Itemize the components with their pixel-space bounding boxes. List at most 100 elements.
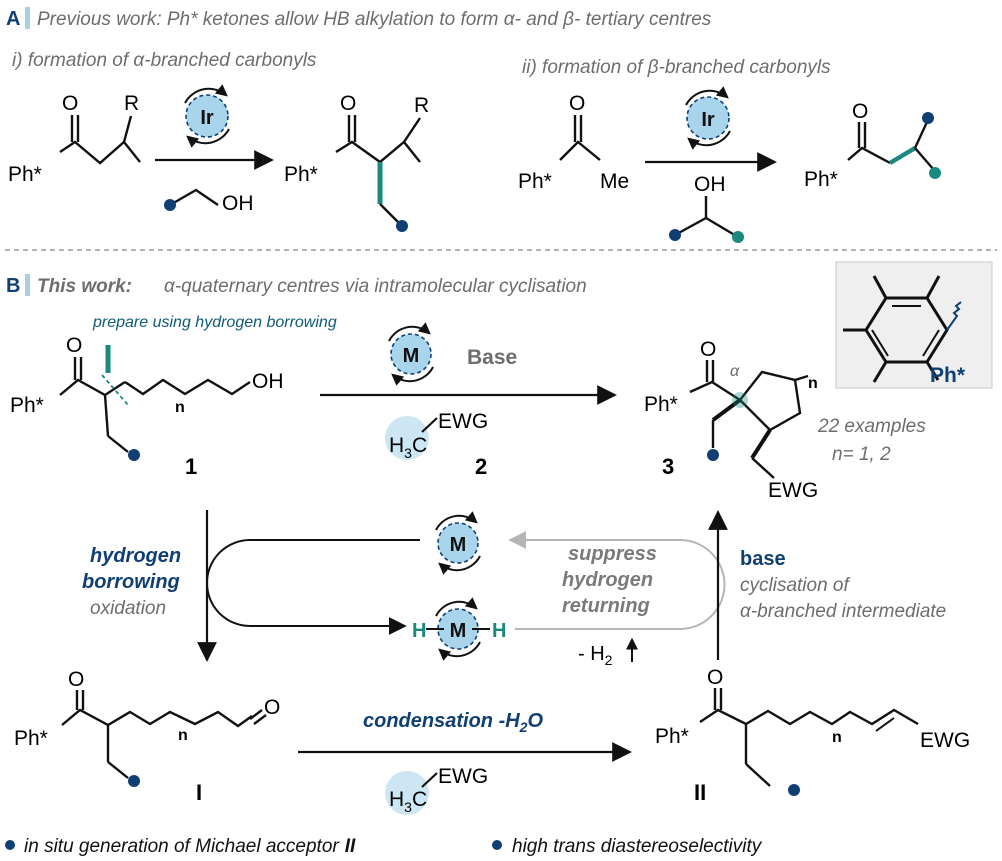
section-b-bar [25,274,30,296]
n-values: n= 1, 2 [832,444,891,465]
a-ketone-oxygen: O [62,92,78,115]
a-ketone-start [59,115,141,165]
compound-2-label: 2 [475,454,487,479]
a-right-alcohol: OH [669,173,744,243]
section-b-title-bold: This work: [37,276,132,297]
compound-I-label: I [196,780,202,805]
compound-3-ewg: EWG [768,479,818,502]
svg-text:Ir: Ir [200,107,214,129]
bond-dot-icon [128,775,140,787]
svg-text:- H2: - H2 [578,643,613,668]
svg-text:EWG: EWG [438,765,488,788]
svg-text:OH: OH [222,192,254,215]
compound-II-ewg: EWG [920,729,970,752]
bond-dot-icon [929,167,941,179]
b-middle-catalyst-m-icon: M [435,511,481,575]
compound-I-n: n [178,727,188,744]
compound-1 [59,345,251,453]
squiggle-bond-icon [946,301,962,331]
ph-star-inset: Ph* [835,261,993,389]
bond-dot-icon [922,112,934,124]
prepare-note: prepare using hydrogen borrowing [92,314,337,331]
hb-loop-arrow-icon [206,539,420,635]
suppress-loop-arrow-icon [508,531,726,630]
condensation-label: condensation -H2O [363,710,543,735]
hb-label-1: hydrogen [90,545,181,567]
compound-1-ph: Ph* [10,394,44,417]
svg-text:M: M [403,345,420,367]
compound-1-oxygen: O [66,334,82,357]
svg-text:Ir: Ir [701,109,715,131]
compound-3-ph: Ph* [644,393,678,416]
svg-text:H3C: H3C [389,434,427,461]
compound-I [61,690,267,779]
a-left-alcohol: OH [164,188,254,215]
a-r-bond [122,115,133,143]
compound-3 [689,360,809,479]
svg-text:high trans diastereoselectivit: high trans diastereoselectivity [512,836,763,857]
section-b-title: α-quaternary centres via intramolecular … [164,276,587,297]
bond-dot-icon [164,199,176,211]
svg-text:OH: OH [694,173,726,196]
suppress-label-2: hydrogen [562,569,653,591]
a-alpha-product [335,115,421,225]
alpha-centre-highlight [732,392,748,408]
compound-II-n: n [832,729,842,746]
bond-dot-icon [788,784,800,796]
compound-1-oh: OH [252,370,284,393]
bullet-icon [492,840,502,850]
a-methyl-ketone [559,115,601,161]
a-right-catalyst-ir-icon: Ir [685,86,731,150]
a-beta-product-ph: Ph* [804,168,838,191]
b-top-catalyst-m-icon: M [388,322,434,386]
section-b-letter: B [6,275,20,297]
cyclisation-label-2: α-branched intermediate [740,601,946,622]
reagent-condensation-methyl-ewg: H3C EWG [385,765,488,815]
section-b-header: B This work: α-quaternary centres via in… [6,274,587,297]
svg-text:H3C: H3C [389,788,427,815]
base-step-label: base [740,548,786,570]
svg-text:H: H [412,620,426,642]
compound-II-label: II [694,780,706,805]
bond-dot-icon [707,449,719,461]
compound-3-oxygen: O [700,338,716,361]
reagent-2-methyl-ewg: H3C EWG [385,410,488,461]
a-product-ph: Ph* [284,163,318,186]
suppress-label-3: returning [562,595,650,617]
cyclisation-label-1: cyclisation of [740,575,850,596]
a-left-catalyst-ir-icon: Ir [184,84,230,148]
bond-dot-icon [732,231,744,243]
svg-text:M: M [450,534,467,556]
svg-text:H: H [492,620,506,642]
section-a-header: A Previous work: Ph* ketones allow HB al… [6,7,712,30]
h2-loss: - H2 [578,637,638,668]
a-methyl-ketone-ph: Ph* [518,170,552,193]
bond-dot-icon [396,220,408,232]
compound-II-ph: Ph* [655,725,689,748]
compound-I-aldehyde-oxygen: O [264,696,280,719]
bond-dot-icon [128,449,140,461]
compound-I-ph: Ph* [14,727,48,750]
svg-text:EWG: EWG [438,410,488,433]
compound-3-n: n [808,375,818,392]
a-product-r: R [414,94,429,117]
a-product-oxygen: O [340,92,356,115]
compound-II [699,688,919,787]
inset-ph-label: Ph* [930,364,966,387]
examples-count: 22 examples [817,416,926,437]
compound-I-oxygen: O [68,668,84,691]
base-reagent-label: Base [467,346,517,369]
section-a-title: Previous work: Ph* ketones allow HB alky… [37,9,712,30]
a-methyl-ketone-oxygen: O [569,92,585,115]
beta-branched-heading: ii) formation of β-branched carbonyls [522,57,831,78]
hb-label-3: oxidation [90,598,166,619]
a-ketone-r: R [124,92,139,115]
a-beta-product-oxygen: O [852,100,868,123]
compound-1-n: n [175,399,185,416]
metal-hydride-catalyst-icon: M H H [412,597,506,661]
a-beta-product [847,121,935,171]
hb-label-2: borrowing [82,571,180,593]
alpha-label: α [730,363,740,380]
